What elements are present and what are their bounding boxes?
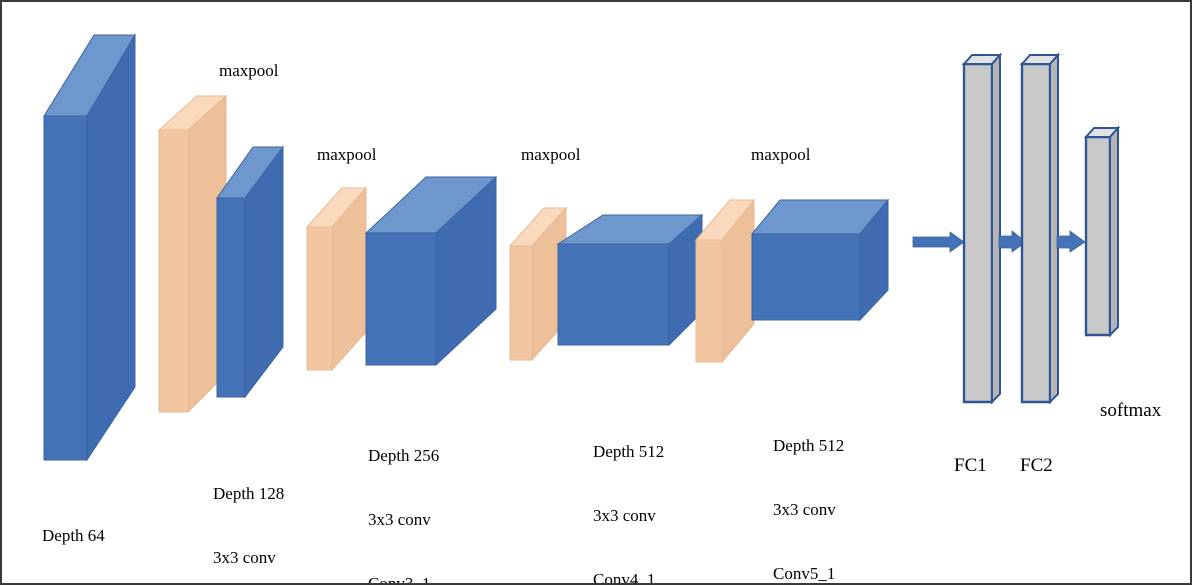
conv-block-4-layer-1: Conv4_1 xyxy=(593,570,656,585)
conv-block-2-kernel: 3x3 conv xyxy=(213,548,276,568)
maxpool-label-2: maxpool xyxy=(317,145,377,164)
conv-block-3-depth: Depth 256 xyxy=(368,445,440,465)
conv-block-4-caption: Depth 512 3x3 conv Conv4_1 Conv4_2 Conv4… xyxy=(593,398,665,585)
conv-block-5-layer-1: Conv5_1 xyxy=(773,564,836,584)
conv-block-3-caption: Depth 256 3x3 conv Conv3_1 Conv3_2 Conv3… xyxy=(368,402,440,585)
conv-block-5-kernel: 3x3 conv xyxy=(773,500,836,520)
conv-block-5-shape xyxy=(750,198,890,322)
flow-arrow-3-shape xyxy=(1056,230,1086,253)
conv-block-1-caption: Depth 64 3x3 conv Conv1_1 Conv1_2 xyxy=(42,482,105,583)
maxpool-slab-2-shape xyxy=(305,186,368,372)
flow-arrow-1-shape xyxy=(912,231,965,253)
maxpool-label-4: maxpool xyxy=(751,145,811,164)
fc2-label: FC2 xyxy=(1020,455,1053,476)
conv-block-2-caption: Depth 128 3x3 conv Conv2_1 Conv2_2 xyxy=(213,440,285,583)
conv-block-3-shape xyxy=(364,175,498,367)
conv-block-5-depth: Depth 512 xyxy=(773,435,845,455)
maxpool-label-1: maxpool xyxy=(219,61,279,80)
maxpool-slab-4-shape xyxy=(694,198,756,364)
conv-block-1-depth: Depth 64 xyxy=(42,525,105,545)
conv-block-5-caption: Depth 512 3x3 conv Conv5_1 Conv5_2 Conv5… xyxy=(773,392,845,584)
conv-block-2-depth: Depth 128 xyxy=(213,483,285,503)
flow-arrow-2-shape xyxy=(998,230,1027,253)
softmax-label: softmax xyxy=(1100,400,1162,421)
fc1-bar-shape xyxy=(961,52,1003,405)
fc1-label: FC1 xyxy=(954,455,987,476)
conv-block-4-depth: Depth 512 xyxy=(593,441,665,461)
conv-block-4-kernel: 3x3 conv xyxy=(593,506,656,526)
conv-block-2-shape xyxy=(216,145,284,399)
maxpool-slab-1-shape xyxy=(157,94,228,414)
fc2-bar-shape xyxy=(1019,52,1061,405)
conv-block-3-layer-1: Conv3_1 xyxy=(368,574,431,585)
maxpool-label-3: maxpool xyxy=(521,145,581,164)
conv-block-4-shape xyxy=(556,213,704,347)
softmax-bar-shape xyxy=(1083,125,1121,338)
conv-block-1-shape xyxy=(43,33,136,462)
conv-block-3-kernel: 3x3 conv xyxy=(368,510,431,530)
